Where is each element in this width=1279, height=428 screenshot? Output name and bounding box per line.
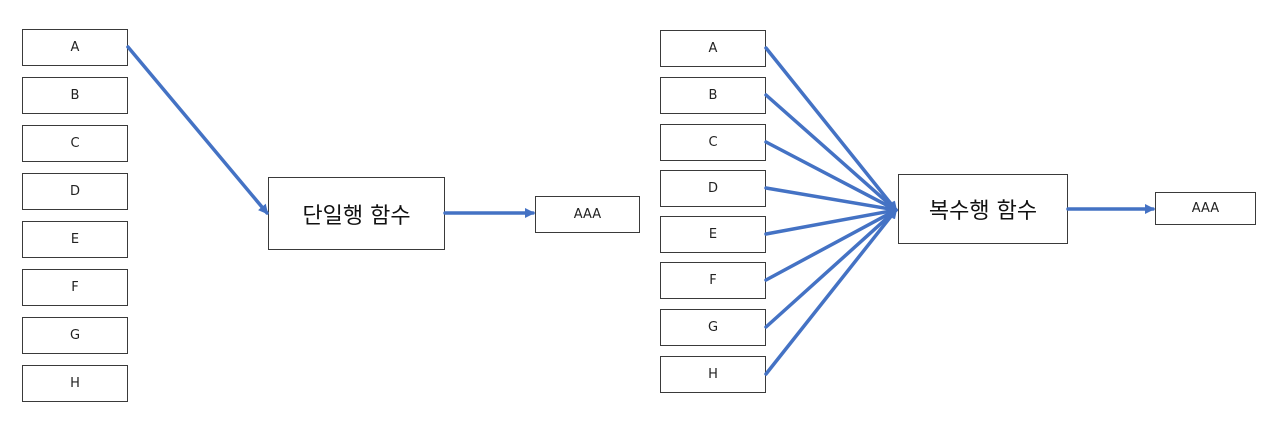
single-row-box-a: A: [22, 29, 128, 66]
row-label: C: [70, 136, 80, 151]
single-row-box-g: G: [22, 317, 128, 354]
single-row-box-b: B: [22, 77, 128, 114]
single-row-output-label: AAA: [573, 207, 602, 222]
multi-row-box-h: H: [660, 356, 766, 393]
single-row-box-c: C: [22, 125, 128, 162]
row-label: D: [69, 184, 80, 199]
single-row-box-e: E: [22, 221, 128, 258]
multi-row-box-c: C: [660, 124, 766, 161]
arrow-multi-a: [764, 46, 898, 212]
multi-row-function-box: 복수행 함수: [898, 174, 1068, 244]
single-row-box-d: D: [22, 173, 128, 210]
single-row-box-f: F: [22, 269, 128, 306]
single-row-function-label: 단일행 함수: [302, 203, 411, 229]
multi-row-output-box: AAA: [1155, 192, 1256, 225]
row-label: A: [708, 41, 718, 56]
row-label: H: [70, 376, 80, 391]
multi-row-box-b: B: [660, 77, 766, 114]
arrow-a-to-single-function: [126, 45, 269, 215]
arrow-multi-b: [764, 93, 898, 212]
row-label: G: [69, 328, 81, 343]
row-label: E: [70, 232, 80, 247]
multi-row-output-label: AAA: [1191, 201, 1220, 216]
single-row-function-box: 단일행 함수: [268, 177, 445, 250]
arrow-multi-d: [764, 186, 898, 214]
row-label: G: [707, 320, 719, 335]
arrow-multi-c: [764, 140, 898, 212]
arrow-multi-e: [764, 206, 898, 236]
arrow-multi-g: [764, 208, 898, 329]
arrow-multi-h: [764, 208, 898, 376]
multi-row-function-label: 복수행 함수: [928, 199, 1038, 224]
row-label: B: [708, 88, 718, 103]
single-row-box-h: H: [22, 365, 128, 402]
row-label: D: [707, 181, 718, 196]
row-label: E: [708, 227, 718, 242]
multi-row-box-g: G: [660, 309, 766, 346]
multi-row-box-a: A: [660, 30, 766, 67]
row-label: A: [70, 40, 80, 55]
arrow-multi-f: [764, 208, 898, 282]
multi-row-box-f: F: [660, 262, 766, 299]
single-row-output-box: AAA: [535, 196, 640, 233]
row-label: H: [708, 367, 718, 382]
row-label: F: [71, 280, 79, 295]
row-label: B: [70, 88, 80, 103]
row-label: C: [708, 135, 718, 150]
row-label: F: [709, 273, 717, 288]
multi-row-box-e: E: [660, 216, 766, 253]
